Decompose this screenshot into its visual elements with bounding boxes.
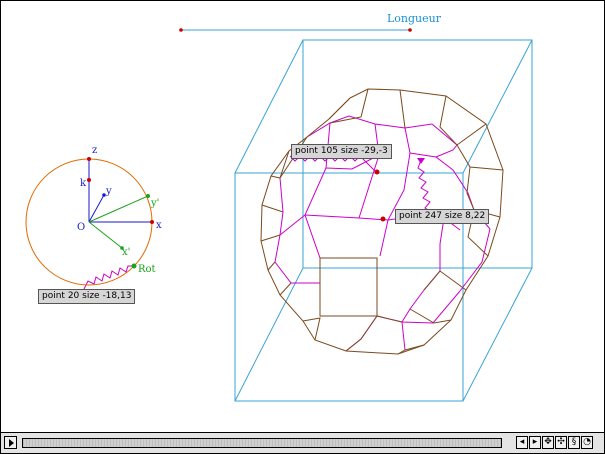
point-105[interactable]	[374, 169, 380, 175]
spring-20	[83, 265, 134, 290]
tooltip-point-247: point 247 size 8,22	[395, 209, 490, 224]
cube-wireframe	[234, 39, 533, 402]
orientation-widget: z k y y' O x x' Rot	[25, 145, 162, 286]
animation-toolbar: ◂ ▸ ✥ ✣ § ◔	[1, 432, 604, 453]
longueur-label: Longueur	[387, 12, 442, 25]
point-center[interactable]	[380, 216, 386, 222]
y-label: y	[105, 186, 112, 197]
spring-247	[417, 159, 433, 219]
longueur-slider-handle[interactable]	[408, 28, 412, 32]
step-back-icon[interactable]: ◂	[516, 436, 528, 449]
rot-handle[interactable]	[131, 263, 137, 269]
play-icon[interactable]	[4, 436, 17, 449]
x-prime-handle[interactable]	[120, 246, 124, 250]
z-handle[interactable]	[87, 157, 91, 161]
y-axis	[88, 194, 105, 223]
y-prime-axis	[88, 195, 149, 223]
z-label: z	[92, 145, 97, 156]
y-prime-label: y'	[150, 198, 159, 209]
pan-icon[interactable]: ✥	[542, 436, 554, 449]
k-handle[interactable]	[87, 178, 91, 182]
y-handle[interactable]	[102, 193, 106, 197]
tooltip-point-105: point 105 size -29,-3	[291, 144, 392, 159]
animation-slider-track[interactable]	[22, 438, 502, 448]
rot-label: Rot	[138, 264, 156, 275]
zoom-icon[interactable]: ◔	[581, 436, 593, 449]
x-prime-axis	[88, 221, 123, 249]
k-label: k	[80, 178, 87, 189]
y-prime-handle[interactable]	[146, 194, 150, 198]
origin-label: O	[77, 222, 85, 233]
longueur-slider-start[interactable]	[179, 28, 183, 32]
point-247-marker[interactable]	[417, 158, 425, 164]
x-label: x	[156, 220, 162, 231]
step-forward-icon[interactable]: ▸	[529, 436, 541, 449]
tooltip-point-20: point 20 size -18,13	[38, 289, 136, 304]
spring-icon[interactable]: §	[568, 436, 580, 449]
x-handle[interactable]	[150, 220, 154, 224]
rotate-icon[interactable]: ✣	[555, 436, 567, 449]
x-prime-label: x'	[122, 247, 130, 258]
